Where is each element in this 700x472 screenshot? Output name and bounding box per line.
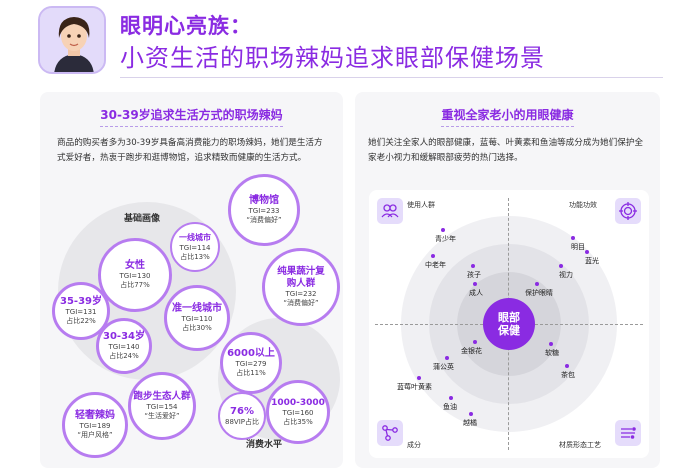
bubble-juice-repurchase: 纯果蔬汁复购人群 TGI=232 “消费偏好” bbox=[262, 248, 340, 326]
material-label: 材质形态工艺 bbox=[559, 441, 601, 449]
label-dandelion: 蒲公英 bbox=[433, 363, 454, 371]
label-blue-light: 蓝光 bbox=[585, 257, 599, 265]
consumption-label: 消费水平 bbox=[246, 440, 283, 450]
label-eyesight: 视力 bbox=[559, 271, 573, 279]
function-label: 功能功效 bbox=[569, 201, 597, 209]
dot-blue-light bbox=[585, 250, 589, 254]
bubble-museum: 博物馆 TGI=233 “消费偏好” bbox=[228, 174, 300, 246]
dot-teen bbox=[441, 228, 445, 232]
label-bilberry: 越橘 bbox=[463, 419, 477, 427]
left-panel: 30-39岁追求生活方式的职场辣妈 商品的购买者多为30-39岁具备高消费能力的… bbox=[40, 92, 343, 468]
header-divider bbox=[120, 77, 663, 78]
label-adult: 成人 bbox=[469, 289, 483, 297]
dot-blueberry-lutein bbox=[417, 376, 421, 380]
users-label: 使用人群 bbox=[407, 201, 435, 209]
dot-protect-eyes bbox=[535, 282, 539, 286]
label-blueberry-lutein: 蓝莓叶黄素 bbox=[397, 383, 432, 391]
dot-adult bbox=[473, 282, 477, 286]
left-panel-title: 30-39岁追求生活方式的职场辣妈 bbox=[40, 106, 343, 127]
page-subtitle: 小资生活的职场辣妈追求眼部保健场景 bbox=[120, 44, 545, 72]
bubble-88vip-share: 76% 88VIP占比 bbox=[218, 392, 266, 440]
left-panel-description: 商品的购买者多为30-39岁具备高消费能力的职场辣妈，她们是生活方式爱好者，热衷… bbox=[57, 138, 323, 163]
dot-tea-bag bbox=[565, 364, 569, 368]
dot-brighten-eyes bbox=[571, 236, 575, 240]
label-brighten-eyes: 明目 bbox=[571, 243, 585, 251]
bubble-income-1000-3000: 1000-3000 TGI=160 占比35% bbox=[266, 380, 330, 444]
bubble-age-30-34: 30-34岁 TGI=140 占比24% bbox=[96, 318, 152, 374]
dot-dandelion bbox=[445, 356, 449, 360]
label-teen: 青少年 bbox=[435, 235, 456, 243]
right-panel-title: 重视全家老小的用眼健康 bbox=[355, 106, 660, 127]
bubble-light-luxury-mom: 轻奢辣妈 TGI=189 “用户风格” bbox=[62, 392, 128, 458]
ingredients-label: 成分 bbox=[407, 441, 421, 449]
eye-care-quadrant-chart: 眼部保健 使用人群 功能功效 成分 材质形态工艺 青少年 中老年 孩子 成人 明… bbox=[369, 190, 649, 458]
users-icon bbox=[377, 198, 403, 224]
right-panel-description: 她们关注全家人的眼部健康，蓝莓、叶黄素和鱼油等成分成为她们保护全家老小视力和缓解… bbox=[368, 138, 644, 163]
dot-child bbox=[471, 264, 475, 268]
label-protect-eyes: 保护眼睛 bbox=[525, 289, 553, 297]
bubble-new-tier1-city: 准一线城市 TGI=110 占比30% bbox=[164, 285, 230, 351]
process-icon bbox=[615, 420, 641, 446]
avatar bbox=[38, 6, 106, 74]
center-eye-care: 眼部保健 bbox=[483, 298, 535, 350]
molecule-icon bbox=[377, 420, 403, 446]
dot-middle-aged bbox=[431, 254, 435, 258]
page-title: 眼明心亮族： bbox=[120, 14, 252, 38]
label-tea-bag: 茶包 bbox=[561, 371, 575, 379]
dot-eyesight bbox=[559, 264, 563, 268]
dot-honeysuckle bbox=[473, 340, 477, 344]
label-gummy: 软糖 bbox=[545, 349, 559, 357]
basic-portrait-label: 基础画像 bbox=[124, 214, 161, 224]
label-honeysuckle: 金银花 bbox=[461, 347, 482, 355]
header: 眼明心亮族： 小资生活的职场辣妈追求眼部保健场景 bbox=[0, 0, 700, 84]
bubble-running-crowd: 跑步生态人群 TGI=154 “生活爱好” bbox=[128, 372, 196, 440]
bubble-income-6000-plus: 6000以上 TGI=279 占比11% bbox=[220, 332, 282, 394]
label-child: 孩子 bbox=[467, 271, 481, 279]
label-middle-aged: 中老年 bbox=[425, 261, 446, 269]
bubble-tier1-city: 一线城市 TGI=114 占比13% bbox=[170, 222, 220, 272]
dot-fish-oil bbox=[449, 396, 453, 400]
target-icon bbox=[615, 198, 641, 224]
bubble-female: 女性 TGI=130 占比77% bbox=[98, 238, 172, 312]
label-fish-oil: 鱼油 bbox=[443, 403, 457, 411]
dot-gummy bbox=[549, 342, 553, 346]
dot-bilberry bbox=[469, 412, 473, 416]
right-panel: 重视全家老小的用眼健康 她们关注全家人的眼部健康，蓝莓、叶黄素和鱼油等成分成为她… bbox=[355, 92, 660, 468]
